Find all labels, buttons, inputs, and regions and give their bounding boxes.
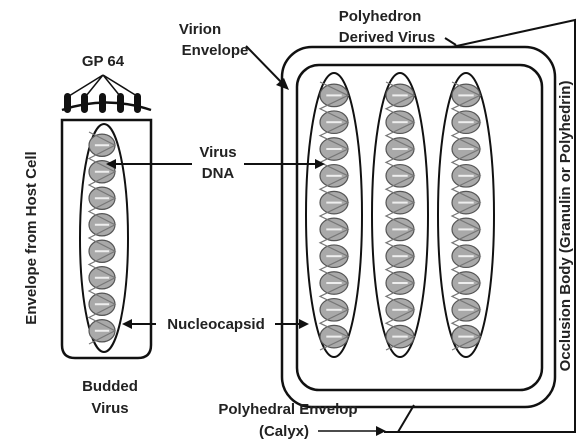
virion-envelope-pointer: [246, 46, 283, 84]
label-polyhedron-derived-line2: Derived Virus: [339, 29, 435, 46]
label-virus-dna-line2: DNA: [202, 165, 235, 182]
label-polyhedral-envelope-line2: (Calyx): [259, 423, 309, 440]
odv-dna-helix-3: [452, 82, 480, 350]
pdv-pointer: [445, 38, 456, 45]
label-virion-envelope-line1: Virion: [179, 21, 221, 38]
label-nucleocapsid: Nucleocapsid: [167, 316, 265, 333]
label-occlusion-body: Occlusion Body (Granulin or Polyhedrin): [557, 81, 574, 372]
budded-nucleocapsid: [80, 124, 128, 352]
calyx-pointer-arrowhead: [376, 426, 386, 436]
label-gp64: GP 64: [82, 53, 125, 70]
label-virion-envelope-line2: Envelope: [182, 42, 249, 59]
nucleocapsid-arrowhead-left: [122, 319, 132, 329]
odv-dna-helix-1: [320, 82, 348, 350]
gp64-spikes: [64, 93, 141, 113]
label-virus-dna-line1: Virus: [199, 144, 236, 161]
label-polyhedron-derived-line1: Polyhedron: [339, 8, 422, 25]
odv-dna-helix-2: [386, 82, 414, 350]
gp64-pointer: [69, 75, 137, 96]
nucleocapsid-arrowhead-right: [299, 319, 309, 329]
label-budded-virus-line1: Budded: [82, 378, 138, 395]
polyhedral-envelope-callout: [398, 405, 414, 432]
label-budded-virus-line2: Virus: [91, 400, 128, 417]
label-polyhedral-envelope-line1: Polyhedral Envelop: [218, 401, 357, 418]
label-envelope-host-cell: Envelope from Host Cell: [23, 151, 40, 324]
